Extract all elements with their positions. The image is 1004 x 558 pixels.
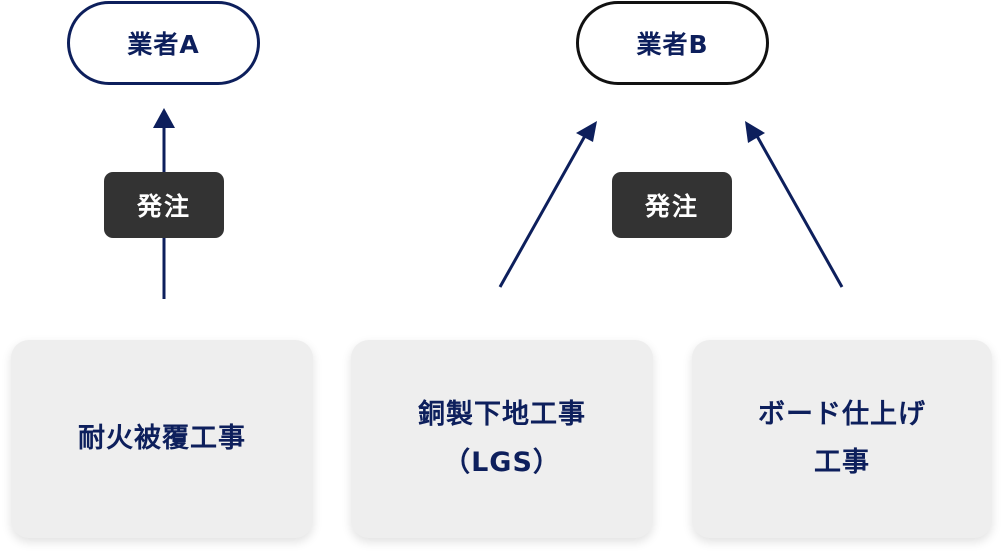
contractor-b-node: 業者B: [576, 1, 769, 85]
order-label-a: 発注: [104, 172, 224, 238]
work-card-fireproofing-line-1: 耐火被覆工事: [78, 423, 246, 454]
work-card-board-finish-line-2: 工事: [814, 447, 870, 478]
arrow-board-to-b: [745, 121, 844, 288]
contractor-b-label: 業者B: [636, 30, 709, 59]
order-label-b-text: 発注: [644, 192, 699, 221]
arrow-steel-to-b: [498, 121, 597, 288]
work-card-board-finish: ボード仕上げ 工事: [692, 340, 992, 538]
work-card-steel-substrate: 銅製下地工事 （LGS）: [351, 340, 653, 538]
order-label-a-text: 発注: [136, 192, 191, 221]
work-card-steel-substrate-line-2: （LGS）: [443, 447, 561, 478]
work-card-steel-substrate-line-1: 銅製下地工事: [418, 399, 586, 430]
order-label-b: 発注: [612, 172, 732, 238]
contractor-a-node: 業者A: [67, 1, 260, 85]
work-card-fireproofing: 耐火被覆工事: [11, 340, 313, 538]
work-card-board-finish-line-1: ボード仕上げ: [758, 399, 926, 430]
contractor-a-label: 業者A: [127, 30, 200, 59]
